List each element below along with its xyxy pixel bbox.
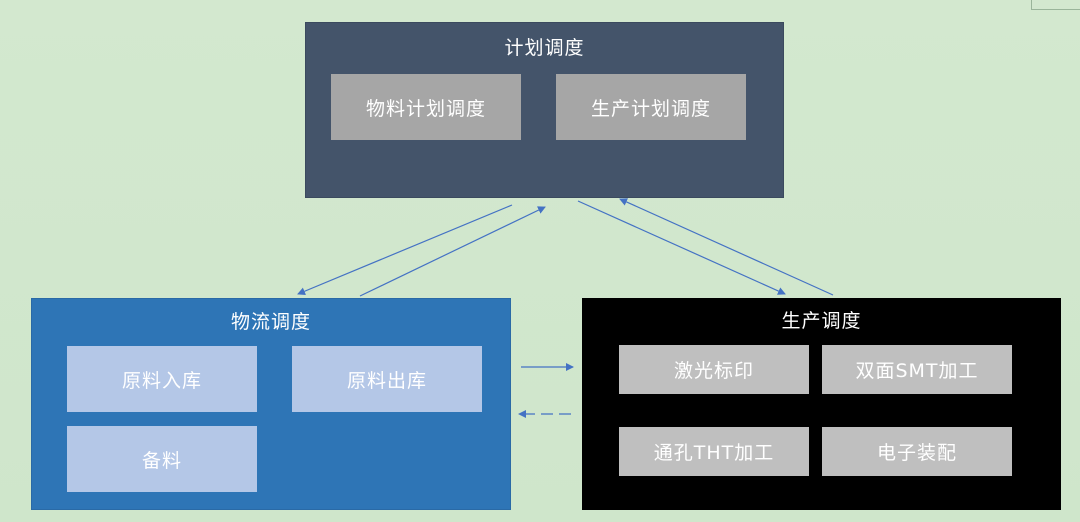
electronic-assembly-card: 电子装配 [822,427,1012,476]
material-prep-card: 备料 [67,426,257,492]
production-scheduling-panel: 生产调度 激光标印 双面SMT加工 通孔THT加工 电子装配 [582,298,1061,510]
arrow-production-to-plan [619,198,834,296]
plan-scheduling-title: 计划调度 [504,37,585,59]
laser-marking-card: 激光标印 [619,345,809,394]
production-scheduling-title: 生产调度 [781,310,862,332]
logistics-scheduling-panel: 物流调度 原料入库 原料出库 备料 [31,298,511,510]
double-sided-smt-card: 双面SMT加工 [822,345,1012,394]
page-corner-mark [1031,0,1080,10]
arrow-plan-to-production [577,200,786,295]
material-plan-card: 物料计划调度 [331,74,521,140]
production-plan-card: 生产计划调度 [556,74,746,140]
logistics-scheduling-title: 物流调度 [230,311,311,333]
arrow-logistics-to-plan [359,206,546,297]
raw-material-outbound-card: 原料出库 [292,346,482,412]
plan-scheduling-panel: 计划调度 物料计划调度 生产计划调度 [305,22,784,198]
raw-material-inbound-card: 原料入库 [67,346,257,412]
arrow-plan-to-logistics [297,204,513,296]
through-hole-tht-card: 通孔THT加工 [619,427,809,476]
